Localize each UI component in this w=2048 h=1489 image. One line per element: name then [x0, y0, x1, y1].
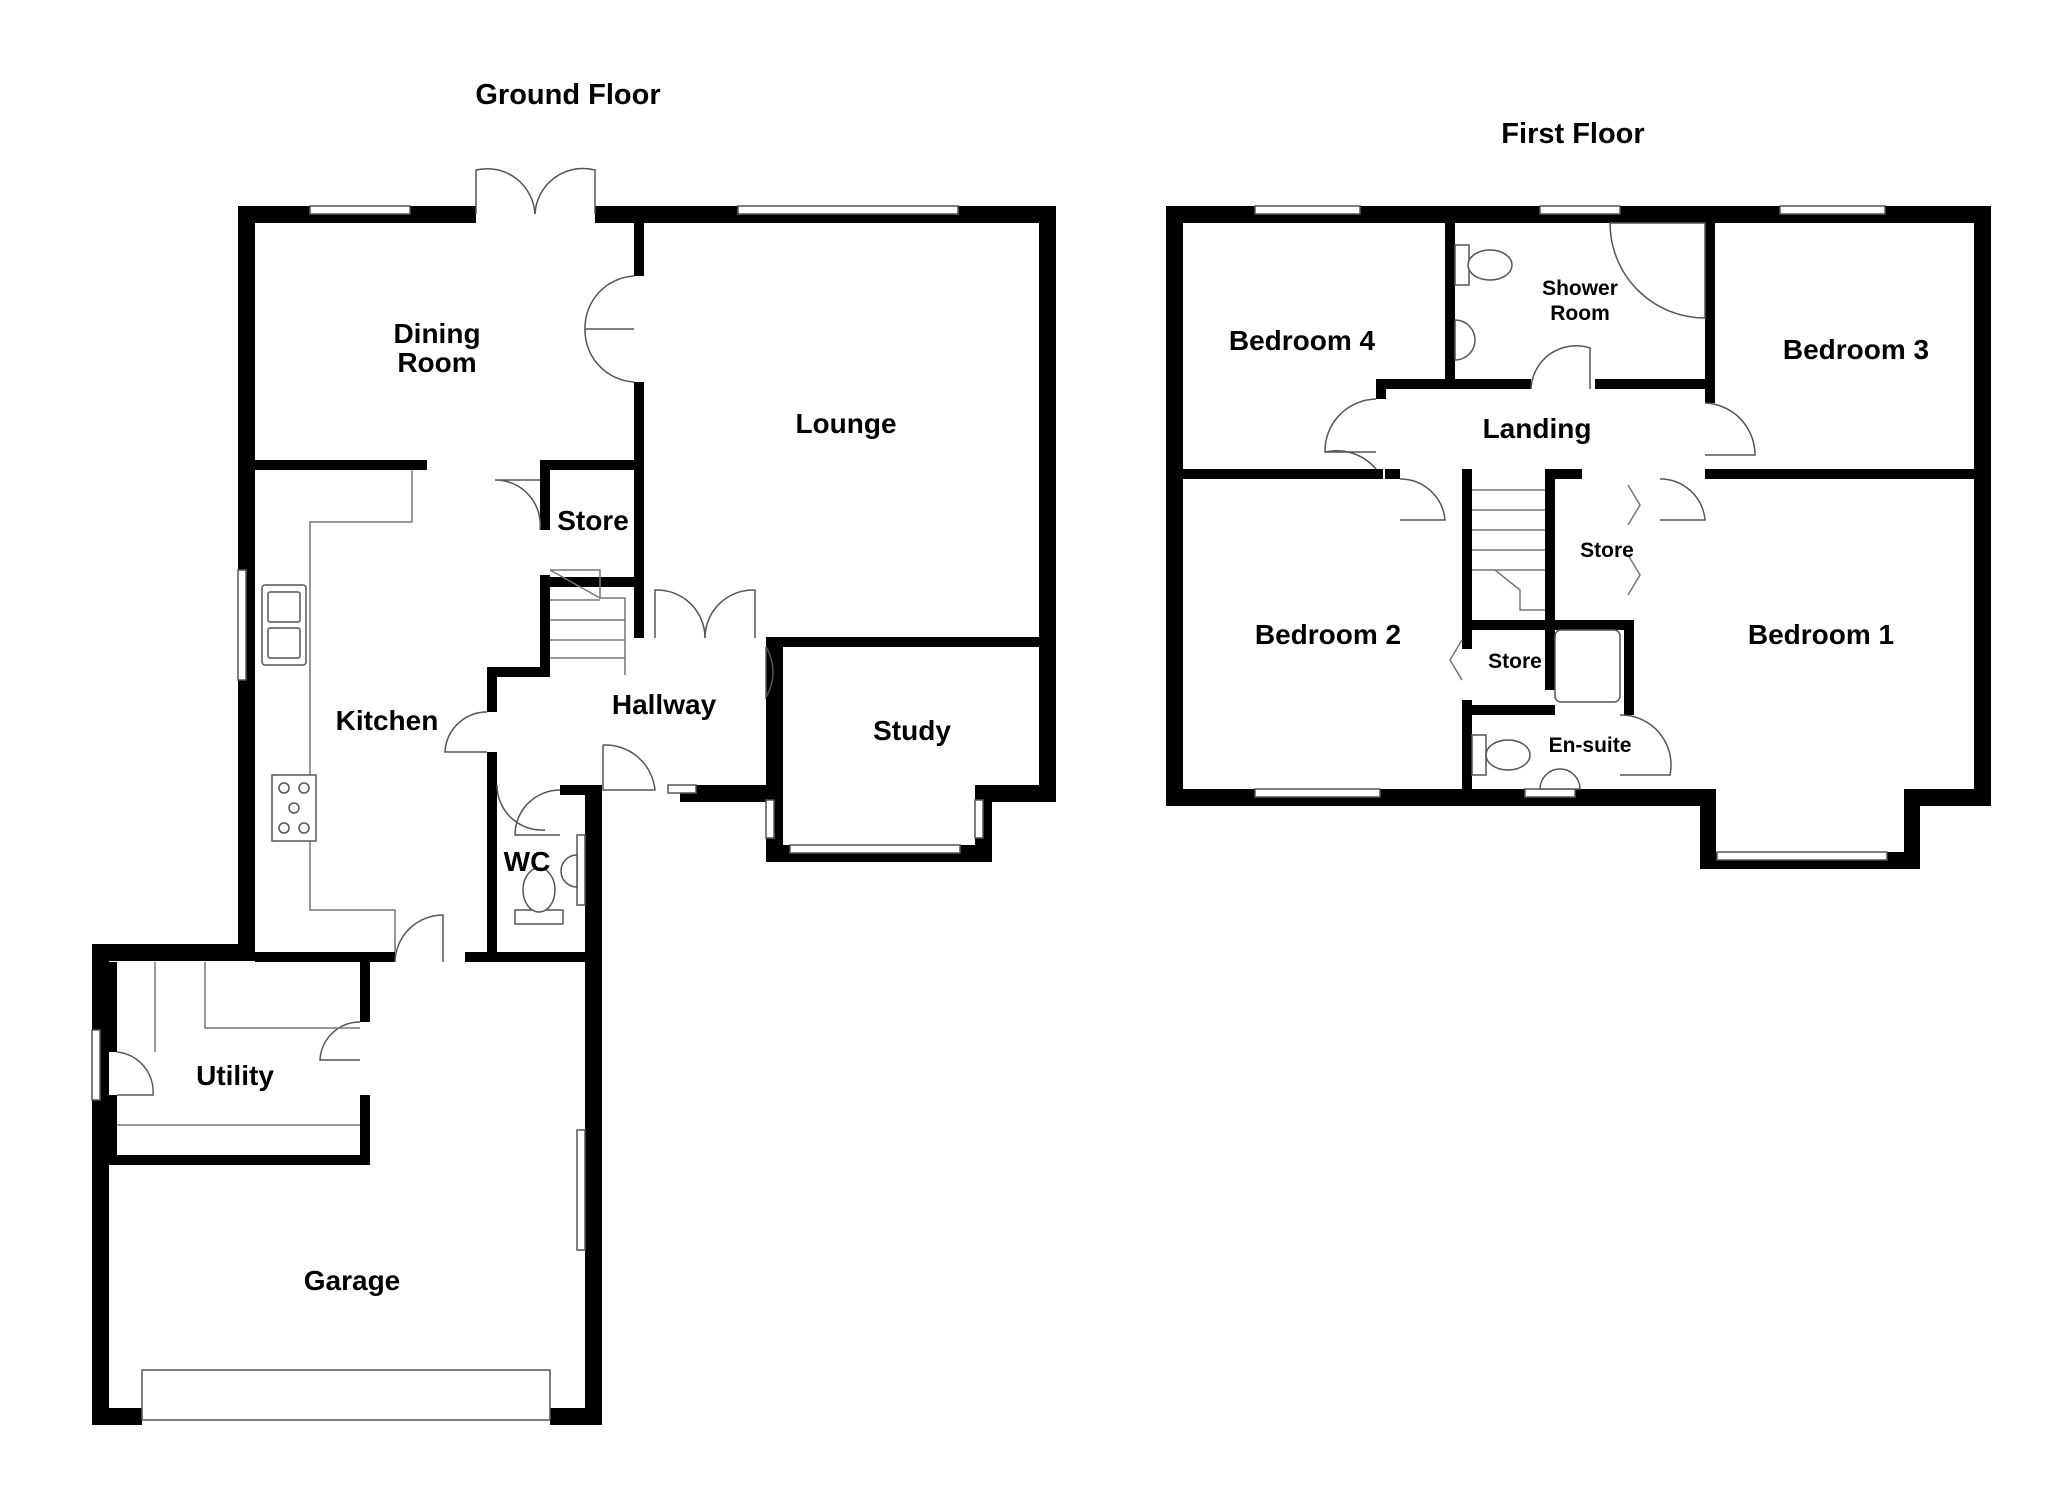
basin-icon — [1454, 319, 1476, 361]
ensuite-fixtures — [1471, 629, 1621, 790]
hallway-label: Hallway — [612, 689, 717, 720]
first-floor-title: First Floor — [1501, 118, 1644, 150]
garage-label: Garage — [304, 1265, 401, 1296]
bedroom1-label: Bedroom 1 — [1748, 619, 1894, 650]
wc-fixtures — [514, 854, 578, 925]
first-floor-doors — [1324, 345, 1756, 776]
dining-room-label: Dining — [393, 318, 480, 349]
shower-room-label: Shower — [1542, 277, 1618, 300]
ground-floor-title: Ground Floor — [475, 79, 660, 111]
shower-room-label-2: Room — [1550, 302, 1610, 325]
ground-floor-plan: Ground Floor — [91, 79, 1056, 1425]
ground-floor-windows — [91, 205, 984, 1421]
first-floor-walls — [1166, 206, 1991, 869]
wc-label: WC — [504, 846, 551, 877]
store-label: Store — [557, 505, 629, 536]
toilet-cistern-icon — [1454, 244, 1470, 286]
ensuite-label: En-suite — [1549, 734, 1632, 757]
kitchen-label: Kitchen — [336, 705, 439, 736]
toilet-icon — [522, 867, 556, 913]
toilet-icon-2 — [1485, 739, 1531, 771]
dining-room-label-2: Room — [397, 347, 476, 378]
lounge-label: Lounge — [795, 408, 896, 439]
ground-floor-stairs — [549, 569, 626, 675]
ground-floor-doors — [116, 167, 774, 1096]
shower-room-fixtures — [1454, 222, 1706, 361]
study-label: Study — [873, 715, 951, 746]
first-floor-plan: First Floor — [1166, 118, 1991, 869]
utility-fixtures — [117, 962, 360, 1126]
first-floor-windows — [1254, 205, 1888, 861]
ground-floor-labels: Dining Room Lounge Store Kitchen Hallway… — [196, 318, 951, 1296]
corner-shower-icon — [1609, 222, 1706, 319]
toilet-cistern-icon-2 — [1471, 734, 1487, 776]
bedroom4-label: Bedroom 4 — [1229, 325, 1376, 356]
ground-floor-walls — [92, 206, 1056, 1425]
first-floor-stairs — [1472, 489, 1545, 611]
store-upper-label: Store — [1580, 539, 1634, 562]
bedroom3-label: Bedroom 3 — [1783, 334, 1929, 365]
kitchen-fixtures — [261, 470, 413, 952]
first-floor-labels: Bedroom 4 Shower Room Bedroom 3 Landing … — [1229, 277, 1929, 757]
shower-tray-icon — [1554, 629, 1621, 703]
store-lower-label: Store — [1488, 650, 1542, 673]
utility-label: Utility — [196, 1060, 274, 1091]
basin-icon — [560, 854, 578, 888]
bedroom2-label: Bedroom 2 — [1255, 619, 1401, 650]
landing-label: Landing — [1483, 413, 1592, 444]
toilet-icon — [1467, 249, 1513, 281]
basin-icon-2 — [1539, 768, 1581, 790]
